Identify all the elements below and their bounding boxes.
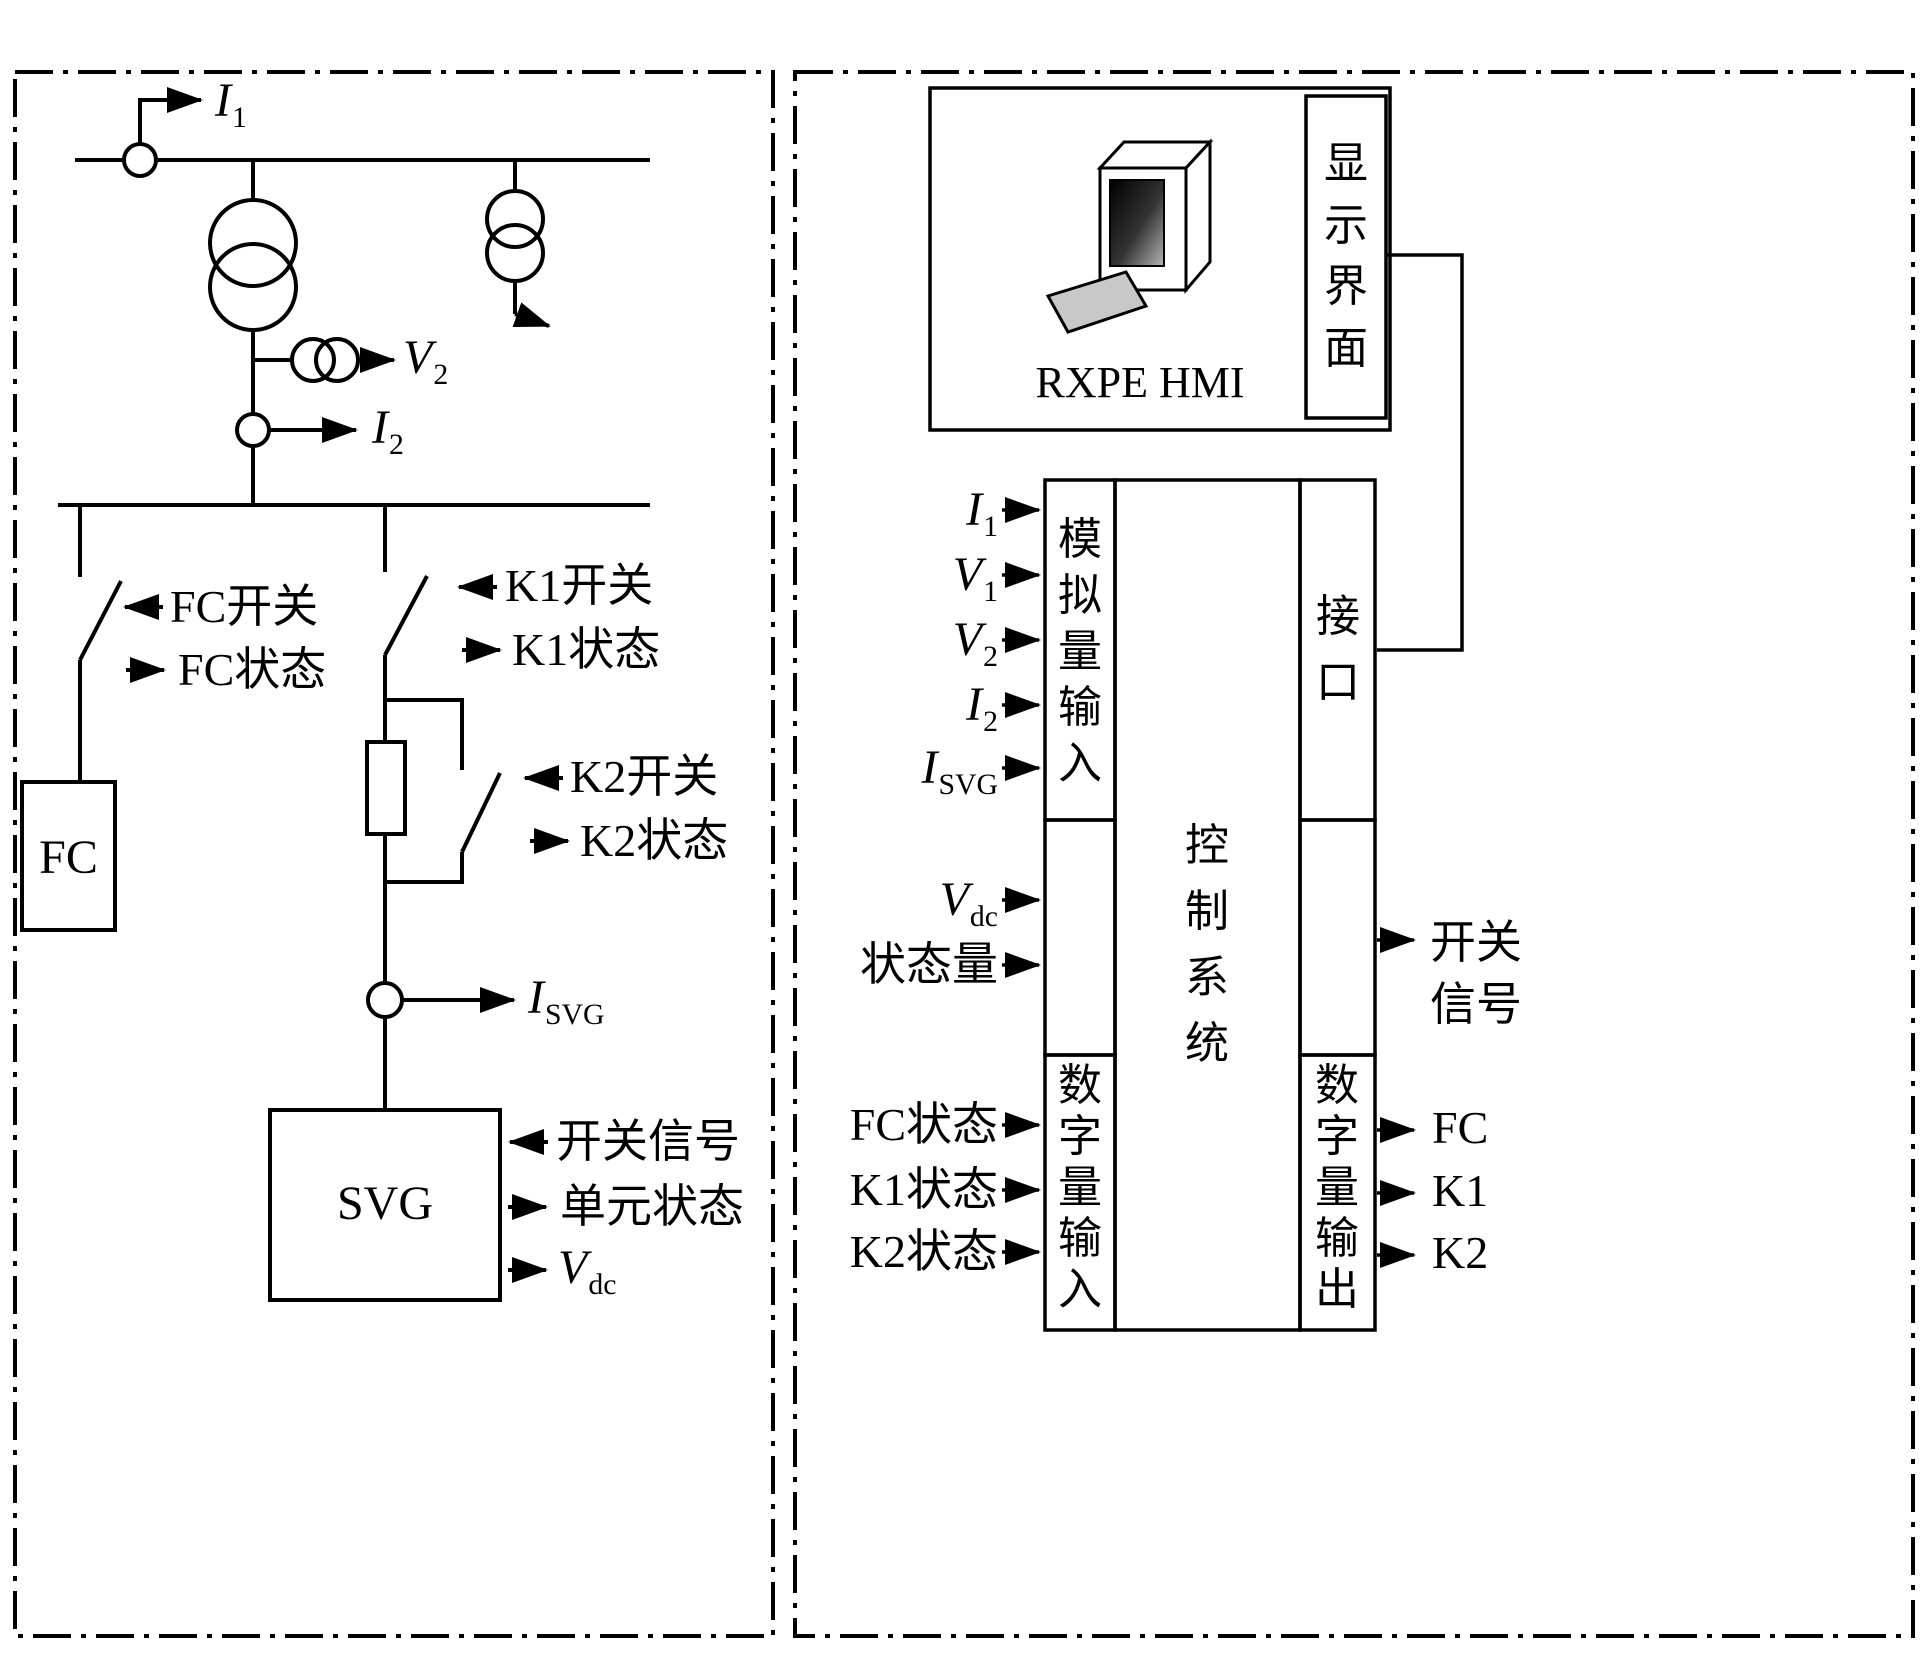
digital-output-label: 数字量输出 — [1315, 1061, 1359, 1315]
v1-input-label: V1 — [952, 548, 998, 608]
fc-switch-label: FC开关 — [170, 581, 319, 632]
display-interface-box — [1304, 94, 1388, 420]
digital-output-box — [1298, 1053, 1377, 1332]
vdc-label: Vdc — [558, 1241, 617, 1301]
fc-switch-blade-icon — [78, 580, 123, 661]
k1-output-label: K1 — [1432, 1165, 1489, 1216]
main-transformer-icon — [208, 198, 298, 288]
i2-sensor-icon — [235, 412, 271, 448]
k1-status-label: K1状态 — [512, 624, 661, 675]
computer-icon — [1045, 138, 1214, 334]
k1-status-input-label: K1状态 — [849, 1164, 998, 1215]
vdc-input-label: Vdc — [939, 873, 998, 933]
right-diagram — [928, 86, 1464, 1332]
fc-status-input-label: FC状态 — [849, 1099, 998, 1150]
left-circuit — [20, 87, 650, 1302]
i1-label: I1 — [215, 74, 247, 134]
aux-transformer-icon — [485, 189, 545, 249]
v2-pt-icon — [290, 337, 336, 383]
v2-input-label: V2 — [952, 613, 998, 673]
k2-branch-top — [385, 698, 464, 770]
svg-box — [268, 1108, 502, 1302]
interface-label: 接口 — [1316, 592, 1360, 707]
switch-signal-label: 开关信号 — [556, 1116, 740, 1167]
fc-status-label: FC状态 — [178, 644, 327, 695]
i2-label: I2 — [372, 401, 404, 461]
i1-arrow — [138, 87, 203, 144]
fc-output-label: FC — [1432, 1102, 1489, 1153]
screen-icon — [1109, 179, 1165, 267]
i1-input-label: I1 — [966, 483, 998, 543]
k2-switch-blade-icon — [460, 772, 502, 853]
v2-pt-icon — [314, 337, 360, 383]
k2-status-input-label: K2状态 — [849, 1226, 998, 1277]
k2-switch-label: K2开关 — [570, 751, 719, 802]
digital-input-label: 数字量输入 — [1058, 1061, 1102, 1315]
input-arrows — [1002, 497, 1041, 1265]
resistor-icon — [365, 740, 407, 836]
switch-signal-output-label: 开关信号 — [1430, 917, 1522, 1031]
unit-status-label: 单元状态 — [560, 1181, 744, 1232]
left-panel-border — [13, 70, 775, 1638]
fc-box — [20, 780, 117, 932]
status-input-label: 状态量 — [860, 939, 998, 990]
k2-branch-bottom — [385, 852, 464, 884]
hmi-label: RXPE HMI — [1035, 358, 1245, 407]
isvg-sensor-icon — [366, 981, 404, 1019]
fc-box-label: FC — [39, 831, 98, 884]
control-system-label: 控制系统 — [1185, 821, 1229, 1068]
digital-input-box — [1043, 1053, 1117, 1332]
output-arrows — [1377, 927, 1416, 1268]
left-middle-box — [1043, 818, 1117, 1057]
v2-label: V2 — [403, 331, 449, 391]
i2-input-label: I2 — [966, 678, 998, 738]
display-interface-label: 显示界面 — [1324, 139, 1368, 373]
i1-sensor-icon — [122, 142, 158, 178]
hmi-box — [928, 86, 1392, 432]
k1-switch-label: K1开关 — [505, 560, 654, 611]
analog-input-label: 模拟量输入 — [1058, 515, 1102, 788]
svg-box-label: SVG — [336, 1177, 434, 1230]
k1-switch-blade-icon — [383, 575, 429, 656]
right-panel-border — [793, 70, 1915, 1638]
load-arrow — [512, 302, 551, 328]
aux-transformer-icon — [485, 223, 545, 283]
isvg-label: ISVG — [528, 971, 605, 1031]
keyboard-icon — [1045, 270, 1149, 334]
isvg-input-label: ISVG — [921, 741, 999, 801]
hmi-interface-connector — [1377, 253, 1464, 652]
k2-output-label: K2 — [1432, 1227, 1489, 1278]
right-middle-box — [1298, 818, 1377, 1057]
k2-status-label: K2状态 — [580, 815, 729, 866]
